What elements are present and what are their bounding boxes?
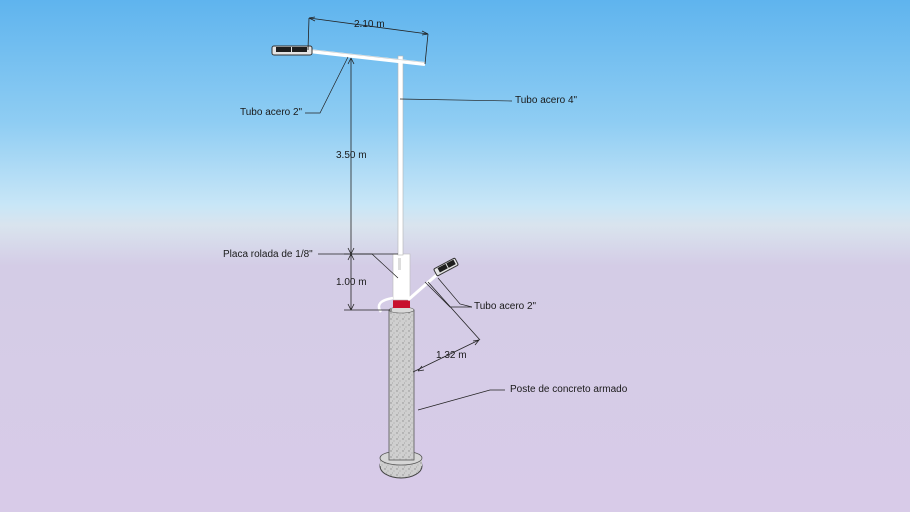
upper-height-dimension: 3.50 m [336, 150, 367, 161]
leader-lines [305, 56, 513, 411]
main-pole-label: Tubo acero 4" [515, 95, 578, 106]
concrete-pole [388, 309, 415, 461]
dimension-arm-span [307, 16, 429, 65]
upper-arm-edge [299, 48, 426, 63]
lower-arm-label: Tubo acero 2" [474, 301, 537, 312]
lower-arm [407, 270, 441, 302]
lower-luminaire [433, 257, 459, 277]
leader-lower-arm [424, 281, 472, 308]
main-steel-pole [397, 55, 404, 256]
leader-concrete [417, 389, 505, 411]
upper-arm [299, 48, 426, 66]
dimension-lower-arm [412, 281, 481, 373]
lower-arm-dimension: 1.32 m [436, 350, 467, 361]
dimension-base-height [344, 253, 392, 311]
red-band [393, 300, 410, 308]
leader-lower-arm-2 [437, 277, 473, 308]
plate-label: Placa rolada de 1/8" [223, 249, 313, 260]
rolled-plate-sleeve [392, 253, 411, 301]
upper-arm-label: Tubo acero 2" [240, 107, 303, 118]
base-height-dimension: 1.00 m [336, 277, 367, 288]
arm-span-dimension: 2.10 m [354, 19, 385, 30]
upper-luminaire-panel-2 [292, 47, 307, 52]
leader-main-pole [399, 98, 513, 102]
leader-upper-arm [305, 56, 349, 114]
concrete-pole-label: Poste de concreto armado [510, 384, 628, 395]
sleeve-slot [398, 258, 401, 270]
upper-luminaire-panel [276, 47, 291, 52]
leader-plate [318, 253, 399, 279]
